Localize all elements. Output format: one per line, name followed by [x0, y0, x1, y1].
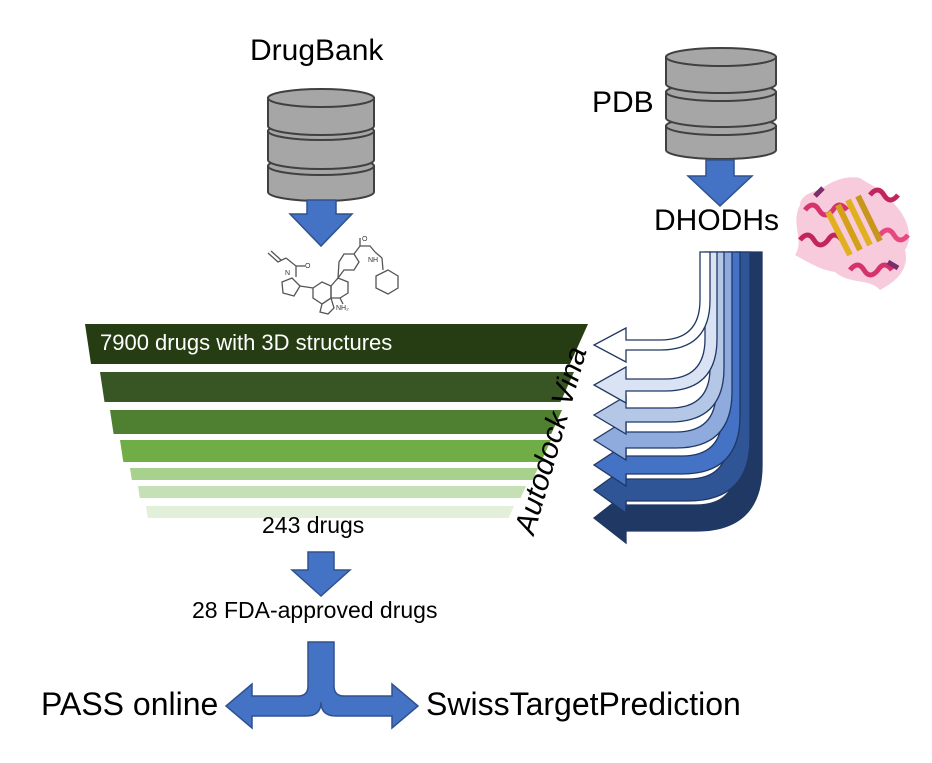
- molecule-atom-n-left: N: [285, 270, 290, 277]
- funnel-stage: [100, 372, 574, 402]
- docking-arrow: [592, 251, 718, 405]
- funnel-stage: [110, 410, 562, 434]
- funnel-stage: [130, 468, 538, 480]
- fda-approved-label: 28 FDA-approved drugs: [192, 597, 438, 623]
- funnel-to-fda-arrow: [290, 551, 352, 598]
- drugbank-database-icon: [267, 88, 375, 202]
- molecule-atom-nh2: NH₂: [336, 305, 349, 312]
- funnel-bottom-label: 243 drugs: [262, 512, 365, 538]
- screening-funnel: [85, 324, 588, 518]
- molecule-atom-o-right: O: [362, 236, 368, 243]
- drugbank-down-arrow: [288, 199, 354, 248]
- pdb-database-icon: [665, 47, 777, 160]
- pdb-title: PDB: [592, 86, 654, 119]
- pdb-down-arrow: [686, 159, 754, 208]
- molecule-structure-icon: [267, 238, 399, 315]
- docking-arrows: [592, 251, 763, 545]
- funnel-top-label: 7900 drugs with 3D structures: [100, 330, 393, 355]
- drugbank-title: DrugBank: [250, 34, 384, 67]
- funnel-stage: [120, 440, 551, 462]
- docking-arrow: [592, 251, 711, 364]
- molecule-atom-nh: NH: [368, 257, 378, 264]
- dhodhs-label: DHODHs: [654, 204, 779, 237]
- swiss-target-prediction-label: SwissTargetPrediction: [426, 686, 741, 722]
- molecule-atom-o-left: O: [305, 263, 311, 270]
- funnel-stage: [138, 486, 526, 498]
- output-split-arrow: [224, 641, 420, 730]
- protein-structure-icon: [795, 177, 910, 290]
- funnel-stage: [146, 506, 514, 518]
- pass-online-label: PASS online: [41, 686, 219, 722]
- funnel-stage: [85, 324, 588, 364]
